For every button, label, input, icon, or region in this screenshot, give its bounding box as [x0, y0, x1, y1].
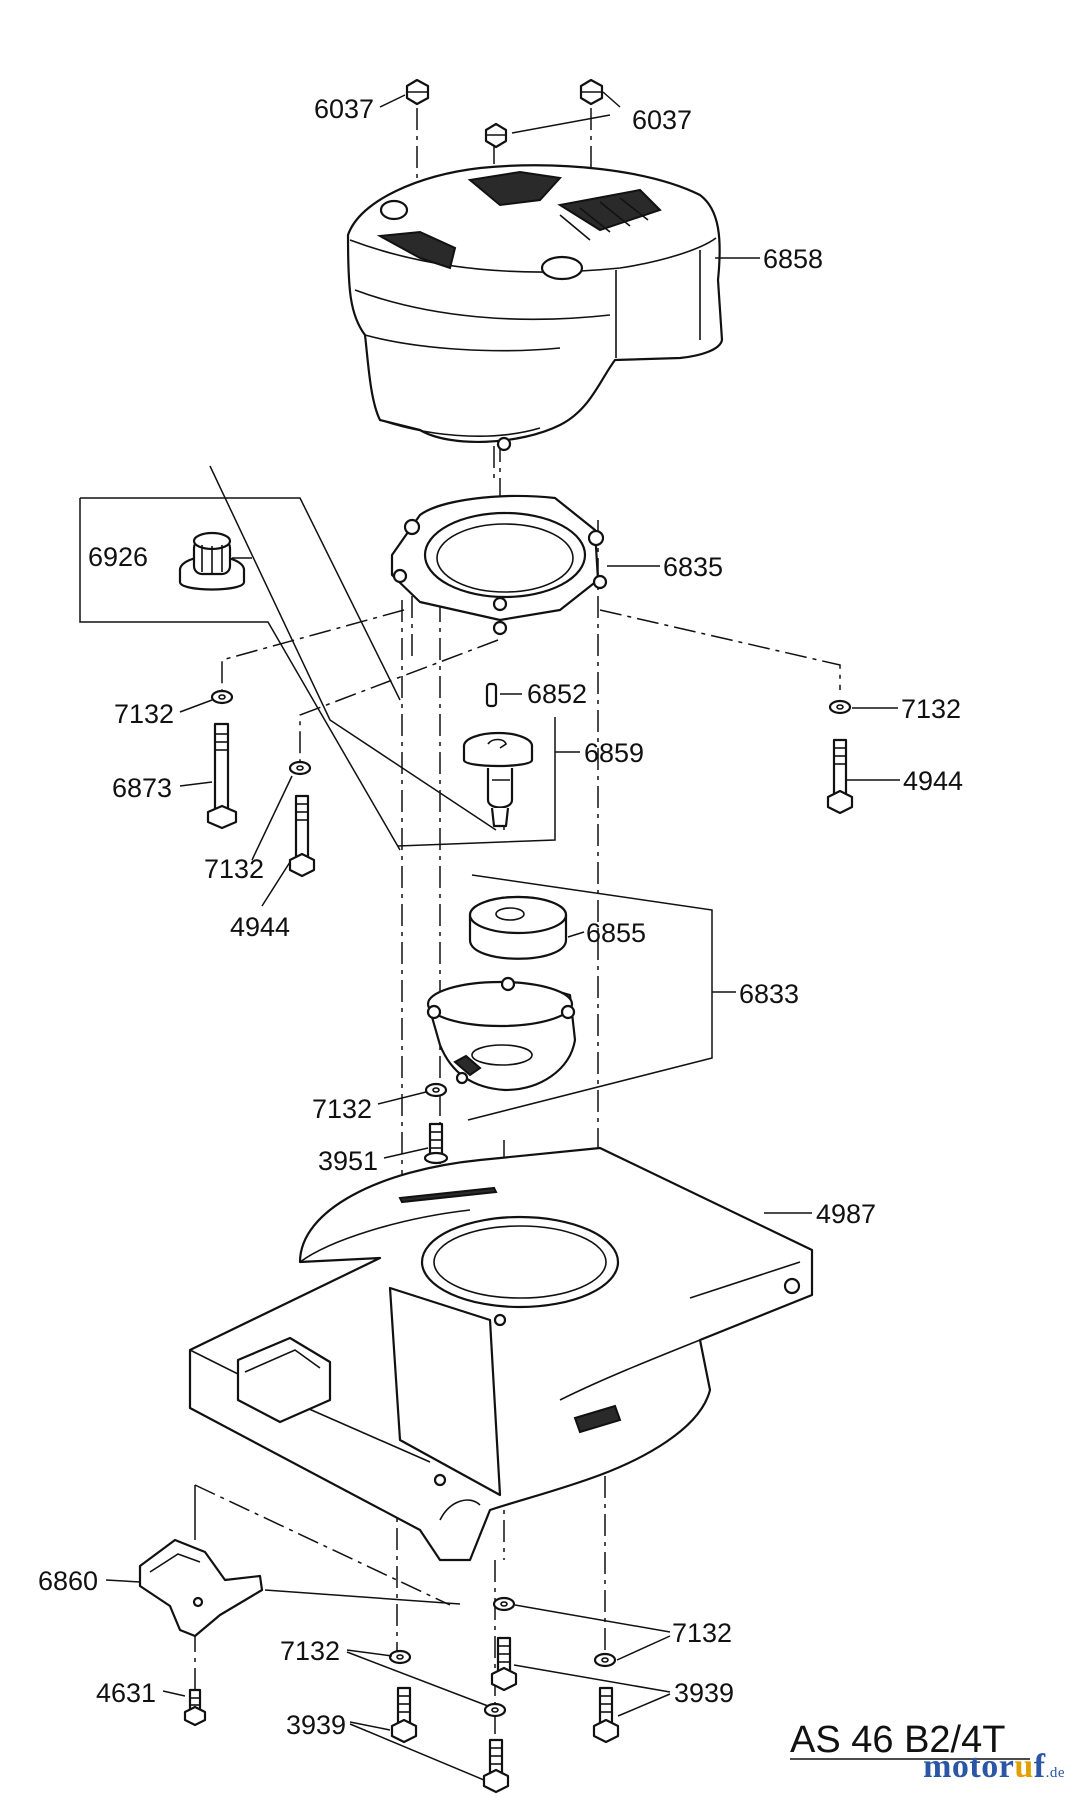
- part-label-6873: 6873: [112, 773, 172, 803]
- screw-3951: [423, 1122, 449, 1165]
- part-label-4631: 4631: [96, 1678, 156, 1708]
- cover-vent-slots: [559, 197, 649, 241]
- part-label-6852: 6852: [527, 679, 587, 709]
- bolt-4944-right: [826, 738, 854, 815]
- nut-6037-left: [405, 78, 430, 106]
- engine-cover-6858: [346, 164, 724, 452]
- washer-7132-bottom-lowest: [483, 1702, 507, 1718]
- screw-4631: [183, 1688, 207, 1727]
- washer-7132-mid: [288, 760, 312, 776]
- part-label-6835: 6835: [663, 552, 723, 582]
- fan-housing-6833: [426, 976, 577, 1092]
- part-label-7132-right: 7132: [901, 694, 961, 724]
- part-label-7132-bottom-right: 7132: [672, 1618, 732, 1648]
- pin-6852: [485, 682, 498, 708]
- screw-3939-right: [592, 1686, 620, 1744]
- bolt-6873: [206, 722, 238, 830]
- part-label-6037-right: 6037: [632, 105, 692, 135]
- screw-3939-left: [390, 1686, 418, 1744]
- part-label-3939-right: 3939: [674, 1678, 734, 1708]
- leader-lines: [79, 91, 900, 1781]
- washer-7132-lower: [424, 1082, 448, 1098]
- nut-6037-center: [484, 122, 508, 149]
- part-label-7132-mid: 7132: [204, 854, 264, 884]
- part-label-3951: 3951: [318, 1146, 378, 1176]
- part-label-6855: 6855: [586, 918, 646, 948]
- part-label-7132-lower: 7132: [312, 1094, 372, 1124]
- screw-3939-center: [490, 1636, 518, 1692]
- part-label-4944-left: 4944: [230, 912, 290, 942]
- washer-7132-upper-right: [828, 699, 852, 715]
- part-label-4944-right: 4944: [903, 766, 963, 796]
- part-label-4987: 4987: [816, 1199, 876, 1229]
- washer-7132-bottom-center: [492, 1596, 516, 1612]
- part-label-6037-left: 6037: [314, 94, 374, 124]
- bushing-6926: [178, 531, 246, 591]
- part-label-6860: 6860: [38, 1566, 98, 1596]
- part-labels: 6037 6037 6858 6926 6835 6852 7132 7132 …: [38, 94, 963, 1740]
- guard-plate-6860: [138, 1538, 264, 1638]
- mower-deck-4987: [188, 1146, 814, 1562]
- ring-6855: [468, 895, 568, 960]
- model-title: AS 46 B2/4T: [790, 1719, 1005, 1761]
- flange-plate-6835: [390, 494, 608, 636]
- part-label-7132-bottom-left: 7132: [280, 1636, 340, 1666]
- part-label-6926: 6926: [88, 542, 148, 572]
- part-label-6833: 6833: [739, 979, 799, 1009]
- screw-3939-bottom: [482, 1738, 510, 1794]
- bolt-4944-left: [288, 794, 316, 878]
- part-label-7132-left: 7132: [114, 699, 174, 729]
- motoruf-watermark-logo: motoruf.de: [923, 1748, 1065, 1785]
- drive-hub-6859: [462, 731, 534, 828]
- washer-7132-bottom-left: [388, 1649, 412, 1665]
- part-label-3939-left: 3939: [286, 1710, 346, 1740]
- washer-7132-bottom-right: [593, 1652, 617, 1668]
- nut-6037-right: [579, 78, 604, 106]
- assembly-axes: [194, 108, 841, 1780]
- part-label-6859: 6859: [584, 738, 644, 768]
- washer-7132-upper-left: [210, 689, 234, 705]
- part-label-6858: 6858: [763, 244, 823, 274]
